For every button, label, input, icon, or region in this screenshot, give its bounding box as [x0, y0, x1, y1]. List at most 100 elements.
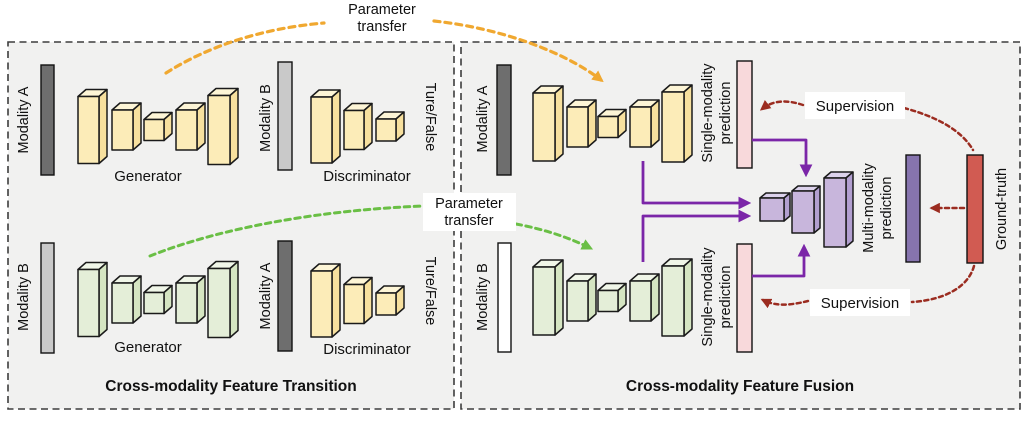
multi-modality-prediction-label-line2: prediction — [879, 177, 895, 240]
box-face — [132, 275, 142, 324]
box-face — [375, 292, 397, 316]
box-face — [597, 115, 619, 139]
fusion-bottom-generator-boxes — [532, 258, 693, 337]
box-face — [554, 85, 564, 162]
prediction-a-to-fusion-arrow — [752, 138, 813, 178]
box-face — [363, 102, 373, 151]
box-face — [650, 273, 660, 322]
fusion-top-modality-a-label: Modality A — [475, 85, 491, 152]
transition-panel-title: Cross-modality Feature Transition — [105, 378, 357, 395]
transition-top-discriminator-label: Discriminator — [323, 168, 411, 185]
parameter-transfer-top-label-line2: transfer — [357, 19, 406, 35]
box-face — [229, 260, 239, 339]
box-face — [813, 185, 821, 234]
box-face — [566, 106, 589, 148]
box-face — [554, 259, 564, 336]
transition-top-modality-a-bar — [40, 64, 55, 176]
parameter-transfer-middle-arrows — [148, 204, 594, 258]
fusion-bottom-prediction-bar — [736, 243, 753, 353]
transition-bottom-discriminator-label: Discriminator — [323, 341, 411, 358]
box-face — [310, 270, 333, 338]
box-face — [532, 266, 556, 336]
fusion-top-generator-boxes — [532, 84, 693, 163]
box-face — [375, 118, 397, 142]
supervision-bottom-label-box — [810, 289, 910, 316]
box-face — [98, 88, 108, 165]
box-face — [175, 282, 198, 324]
fusion-panel-title: Cross-modality Feature Fusion — [626, 378, 854, 395]
parameter-transfer-top-label-line1: Parameter — [348, 2, 416, 18]
transition-bottom-discriminator-boxes — [310, 263, 405, 338]
transition-bottom-true-false-label: Ture/False — [422, 257, 438, 326]
supervision-arrows — [759, 99, 976, 309]
transition-top-modality-a-label: Modality A — [16, 86, 32, 153]
box-face — [229, 87, 239, 166]
box-face — [343, 283, 365, 325]
fusion-top-prediction-label-line1: Single-modality — [700, 63, 716, 163]
transition-top-modality-b-bar — [277, 61, 293, 171]
fusion-top-modality-a-bar — [496, 64, 512, 176]
box-face — [343, 109, 365, 151]
supervision-bottom-label: Supervision — [821, 295, 899, 312]
box-face — [143, 291, 165, 315]
transition-bottom-generator-boxes — [77, 260, 239, 339]
box-face — [98, 261, 108, 338]
prediction-b-to-fusion-arrow — [752, 243, 811, 278]
transition-top-true-false-label: Ture/False — [422, 83, 438, 152]
fusion-bottom-prediction-label-line2: prediction — [718, 266, 734, 329]
supervision-top-arrow — [759, 99, 805, 111]
box-face — [132, 102, 142, 151]
transition-bottom-modality-b-bar — [40, 242, 55, 354]
box-face — [77, 95, 100, 165]
fusion-top-prediction-label-line2: prediction — [718, 82, 734, 145]
box-face — [683, 84, 693, 163]
transition-bottom-modality-a-label: Modality A — [258, 262, 274, 329]
multi-modality-prediction-label-line1: Multi-modality — [861, 163, 877, 253]
box-face — [363, 276, 373, 325]
ground-truth-bar — [966, 154, 984, 264]
box-face — [823, 177, 847, 248]
parameter-transfer-middle-curve-left — [148, 204, 426, 258]
box-face — [661, 91, 685, 163]
fusion-bottom-modality-b-label: Modality B — [475, 263, 491, 331]
box-face — [566, 280, 589, 322]
box-face — [845, 171, 854, 248]
box-face — [331, 263, 341, 338]
parameter-transfer-top-curve-right — [432, 19, 604, 83]
box-face — [629, 280, 652, 322]
box-face — [143, 118, 165, 142]
box-face — [207, 94, 231, 166]
box-face — [331, 89, 341, 164]
parameter-transfer-middle-curve-right — [514, 222, 594, 250]
box-face — [791, 190, 815, 234]
box-face — [77, 268, 100, 338]
parameter-transfer-middle-label-box — [423, 193, 516, 231]
box-face — [650, 99, 660, 148]
box-face — [207, 267, 231, 339]
box-face — [196, 275, 206, 324]
fusion-bottom-prediction-label-line1: Single-modality — [700, 247, 716, 347]
ground-truth-to-supervision-bottom-curve — [910, 264, 976, 304]
parameter-transfer-top-arrows — [164, 19, 604, 83]
multi-modality-prediction-bar — [905, 154, 921, 263]
box-face — [310, 96, 333, 164]
fusion-bottom-modality-b-bar — [497, 242, 512, 353]
parameter-transfer-middle-label-line2: transfer — [444, 213, 493, 229]
box-face — [683, 258, 693, 337]
parameter-transfer-top-curve-left — [164, 21, 326, 75]
ground-truth-label: Ground-truth — [994, 168, 1010, 250]
supervision-top-to-ground-truth-curve — [902, 106, 975, 152]
supervision-top-label-box — [805, 92, 905, 119]
supervision-bottom-arrow — [760, 298, 810, 309]
box-face — [587, 273, 597, 322]
box-face — [661, 265, 685, 337]
transition-top-modality-b-label: Modality B — [258, 84, 274, 152]
box-face — [759, 197, 785, 222]
transition-bottom-modality-b-label: Modality B — [16, 263, 32, 331]
transition-top-generator-boxes — [77, 87, 239, 166]
transition-top-discriminator-boxes — [310, 89, 405, 164]
transition-bottom-generator-label: Generator — [114, 339, 182, 356]
box-face — [111, 282, 134, 324]
feature-a-to-fusion-arrow — [641, 161, 752, 210]
